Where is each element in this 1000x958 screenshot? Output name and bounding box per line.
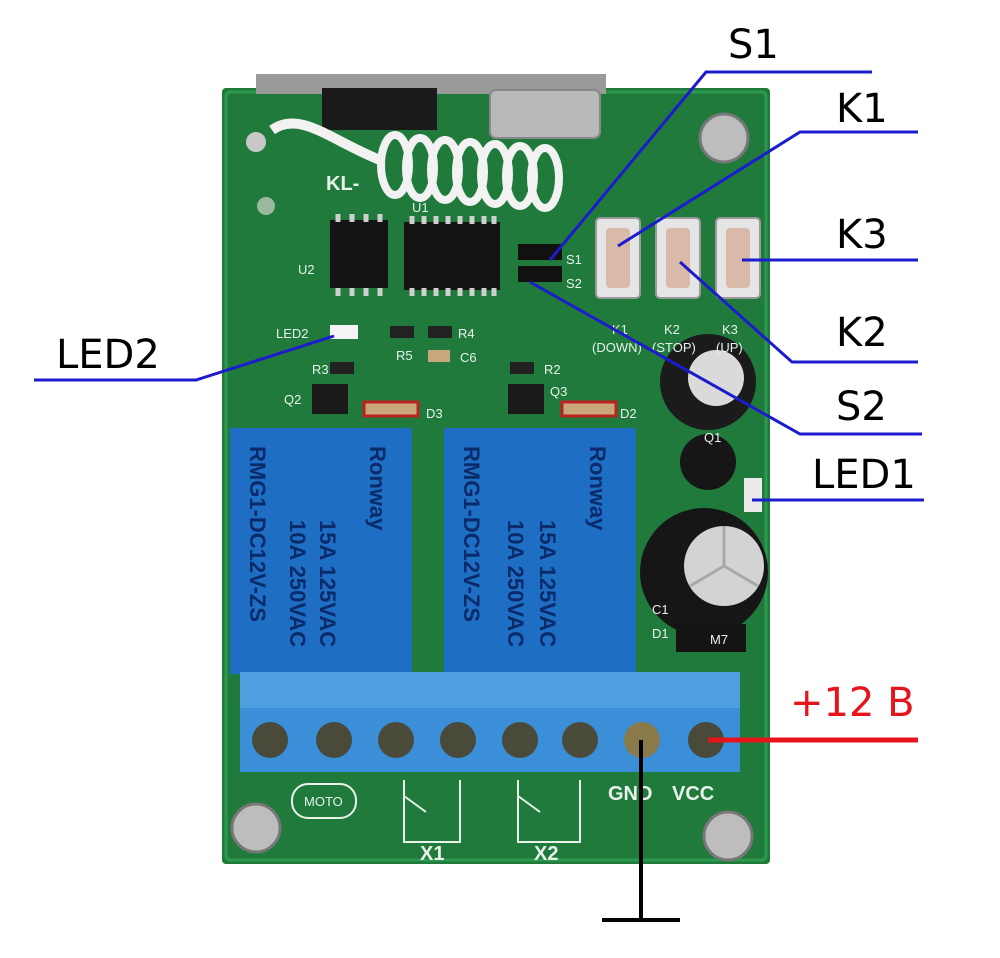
switch-x1-icon [403,780,461,843]
transistor-q1 [680,434,736,490]
silk-u1: U1 [412,200,429,215]
mount-hole [257,197,275,215]
label-s2: S2 [836,384,887,430]
silk-m7: M7 [710,632,728,647]
relay-2-rating2: 10A 250VAC [503,520,528,647]
silk-moto: MOTO [304,794,343,809]
crystal-can [489,89,601,139]
jumper-s1 [518,244,562,260]
silk-q3: Q3 [550,384,567,399]
mount-hole [246,132,266,152]
silk-q2: Q2 [284,392,301,407]
ic-u1 [404,222,500,290]
silk-u2: U2 [298,262,315,277]
callout-line-s2 [529,280,922,436]
label-k1: K1 [836,86,888,132]
terminal-screws [252,722,724,758]
moto-symbol [291,783,357,819]
jumper-s2 [518,266,562,282]
silk-x1: X1 [420,843,444,865]
label-k2: K2 [836,310,888,356]
silk-x2: X2 [534,843,558,865]
silk-up: (UP) [716,340,743,355]
screw-icon [698,112,750,164]
silk-down: (DOWN) [592,340,642,355]
screw-icon [230,802,282,854]
callout-line-led2 [34,334,335,382]
label-s1: S1 [728,22,779,68]
silk-stop: (STOP) [652,340,696,355]
label-led2: LED2 [56,332,160,378]
resistor-r4 [428,326,452,338]
rf-module-pins [322,88,437,130]
transistor-q3 [508,384,544,414]
silk-d1: D1 [652,626,669,641]
silk-r3: R3 [312,362,329,377]
label-k3: K3 [836,212,888,258]
silk-c1: C1 [652,602,669,617]
silk-led2: LED2 [276,326,309,341]
silk-kl: KL- [326,173,359,195]
silk-gnd: GND [608,783,652,805]
silk-vcc: VCC [672,783,714,805]
relay-2-brand: Ronway [585,446,610,531]
label-power: +12 B [790,680,915,726]
resistor-r5 [390,326,414,338]
relay-2-model: RMG1-DC12V-ZS [459,446,484,622]
silk-s2: S2 [566,276,582,291]
silk-k3: K3 [722,322,738,337]
silk-r4: R4 [458,326,475,341]
diode-d1 [676,624,746,652]
silk-q1: Q1 [704,430,721,445]
relay-1-rating1: 15A 125VAC [315,520,340,647]
led1-chip [744,478,762,512]
relay-1: RMG1-DC12V-ZS Ronway 15A 125VAC 10A 250V… [230,428,412,674]
silk-r5: R5 [396,348,413,363]
relay-1-brand: Ronway [365,446,390,531]
callout-line-k1 [617,130,918,248]
button-k3 [715,217,761,299]
callout-line-s1 [548,70,872,261]
relay-1-rating2: 10A 250VAC [285,520,310,647]
relay-2-rating1: 15A 125VAC [535,520,560,647]
screw-icon [702,810,754,862]
ic-u2 [330,220,388,288]
silk-d2: D2 [620,406,637,421]
resistor-r3 [330,362,354,374]
switch-x2-icon [517,780,581,843]
led2-chip [330,325,358,339]
relay-2: RMG1-DC12V-ZS Ronway 15A 125VAC 10A 250V… [444,428,636,674]
silk-k2: K2 [664,322,680,337]
silk-s1: S1 [566,252,582,267]
diode-d2 [560,400,618,418]
label-led1: LED1 [812,452,916,498]
transistor-q2 [312,384,348,414]
silk-d3: D3 [426,406,443,421]
button-k1 [595,217,641,299]
relay-1-model: RMG1-DC12V-ZS [245,446,270,622]
diode-d3 [362,400,420,418]
silk-r2: R2 [544,362,561,377]
antenna-coil-icon [269,118,563,212]
silk-c6: C6 [460,350,477,365]
resistor-r2 [510,362,534,374]
button-k2 [655,217,701,299]
cap-c6 [428,350,450,362]
callout-line-k2 [679,260,918,364]
